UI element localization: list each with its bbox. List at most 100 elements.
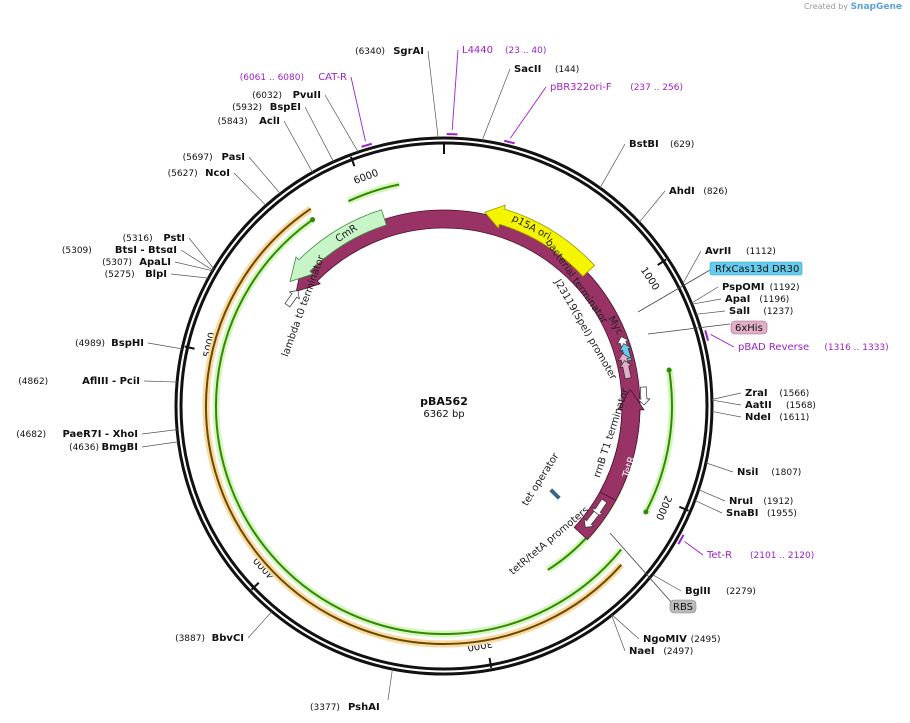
site-name: ApaLI: [139, 257, 171, 268]
site-name: ApaI: [725, 294, 750, 305]
site-pasi: PasI(5697): [183, 152, 281, 194]
site-name: PstI: [163, 233, 185, 244]
feature-rfxcas13d: [295, 209, 641, 541]
green-arc-right-halo: [642, 369, 676, 514]
site-position: (5843): [218, 117, 248, 127]
site-position: (1192): [770, 283, 800, 293]
restriction-sites: SgrAI(6340)SacII(144)BstBI(629)AhdI(826)…: [16, 46, 816, 713]
green-arc-endpoint: [643, 509, 649, 515]
boxed-label-6xhis-text: 6xHis: [735, 323, 763, 334]
primer-name: CAT-R: [318, 72, 347, 83]
glyph-tet-operator: [549, 488, 561, 500]
primer-name: pBAD Reverse: [738, 342, 809, 353]
site-nrui: NruI (1912): [698, 489, 793, 507]
primer-position: (2101 .. 2120): [750, 551, 814, 561]
site-position: (5309): [62, 246, 92, 256]
site-sgrai: SgrAI (6340): [355, 46, 439, 139]
site-name: NsiI: [737, 467, 758, 478]
site-naei: NaeI(2497): [611, 615, 693, 657]
boxed-label-rbs-text: RBS: [673, 602, 693, 613]
tick-mark: [349, 156, 356, 167]
site-name: NdeI: [745, 412, 771, 423]
tick-mark: [184, 345, 195, 350]
green-arc-large: [215, 218, 622, 635]
tick-mark: [678, 505, 689, 512]
site-name: AhdI: [669, 186, 695, 197]
site-ngomiv: NgoMIV(2495): [611, 614, 721, 645]
site-apali: ApaLI (5307): [102, 257, 213, 272]
site-name: BspHI: [111, 338, 144, 349]
site-name: BstBI: [629, 139, 659, 150]
site-pshai: PshAI (3377): [310, 668, 393, 713]
tick-mark: [488, 657, 493, 668]
site-pspomi: PspOMI (1192): [691, 282, 800, 304]
primer-cat-r: CAT-R(6061 .. 6080): [240, 72, 373, 148]
orange-arc-outer: [205, 208, 623, 645]
site-position: (5307): [102, 258, 132, 268]
site-position: (1568): [786, 401, 816, 411]
site-bsphi: BspHI (4989): [75, 338, 183, 350]
site-name: BmgBI: [101, 442, 138, 453]
site-name: BbvCI: [212, 633, 244, 644]
site-name: BtsI - BtsαI: [115, 245, 177, 256]
site-position: (2279): [726, 587, 756, 597]
site-position: (5275): [105, 270, 135, 280]
site-bspei: BspEI(5932): [232, 102, 334, 162]
plasmid-length: 6362 bp: [423, 409, 464, 420]
site-position: (6032): [252, 91, 282, 101]
backbone-outer: [174, 136, 714, 676]
site-sali: SalI(1237): [695, 306, 793, 317]
snapgene-credit: Created by SnapGene: [804, 2, 902, 12]
site-position: (1955): [767, 509, 797, 519]
tick-mark: [657, 258, 667, 266]
site-name: SacII: [514, 64, 541, 75]
primer-name: pBR322ori-F: [550, 82, 612, 93]
site-position: (4682): [16, 430, 46, 440]
site-name: NcoI: [205, 168, 230, 179]
site-blpi: BlpI(5275): [105, 269, 209, 280]
site-position: (1112): [746, 247, 776, 257]
site-position: (1912): [763, 497, 793, 507]
site-position: (6340): [355, 47, 385, 57]
site-position: (1196): [759, 295, 789, 305]
site-name: NruI: [729, 496, 753, 507]
site-name: PshAI: [348, 702, 380, 713]
primer-position: (237 .. 256): [630, 83, 683, 93]
site-bmgbi: BmgBI(4636): [69, 441, 179, 453]
site-bbvci: BbvCI (3887): [175, 611, 273, 644]
glyph-rrnb-t1-terminator: [637, 386, 651, 406]
site-position: (5932): [232, 103, 262, 113]
glyph-lambda-t0-terminator: [284, 290, 300, 308]
site-afliii-pcii: AflIII - PciI(4862): [18, 376, 178, 387]
feature-label-rfxcas13d: RfxCas13d: [319, 554, 369, 594]
site-ncoi: NcoI (5627): [168, 168, 267, 206]
site-position: (826): [703, 187, 727, 197]
site-position: (4862): [18, 377, 48, 387]
boxed-label-rbs: RBS: [609, 532, 697, 614]
site-name: NgoMIV: [643, 634, 687, 645]
tick-label: 6000: [352, 168, 380, 187]
feature-p15a-ori: [484, 204, 596, 277]
site-position: (4989): [75, 339, 105, 349]
green-arc-right: [644, 369, 673, 513]
site-position: (3887): [175, 634, 205, 644]
green-arc-endpoint: [666, 367, 672, 373]
feature-label-tet-operator: tet operator: [520, 450, 562, 508]
site-name: BglII: [685, 586, 711, 597]
site-avrii: AvrII(1112): [682, 246, 776, 285]
site-name: PspOMI: [722, 282, 764, 293]
site-name: NaeI: [629, 646, 655, 657]
boxed-label-dr30-text: RfxCas13d DR30: [715, 264, 799, 275]
green-arc-endpoint: [310, 217, 316, 223]
primer-tet-r: Tet-R(2101 .. 2120): [677, 534, 814, 561]
site-position: (3377): [310, 703, 340, 713]
boxed-label-6xhis: 6xHis: [647, 320, 768, 335]
site-psti: PstI(5316): [123, 233, 215, 269]
site-name: SnaBI: [726, 508, 758, 519]
site-name: AclI: [259, 116, 280, 127]
site-position: (5627): [168, 169, 198, 179]
site-bglii: BglII (2279): [652, 574, 756, 597]
site-name: SgrAI: [393, 46, 424, 57]
site-name: PvuII: [293, 90, 321, 101]
